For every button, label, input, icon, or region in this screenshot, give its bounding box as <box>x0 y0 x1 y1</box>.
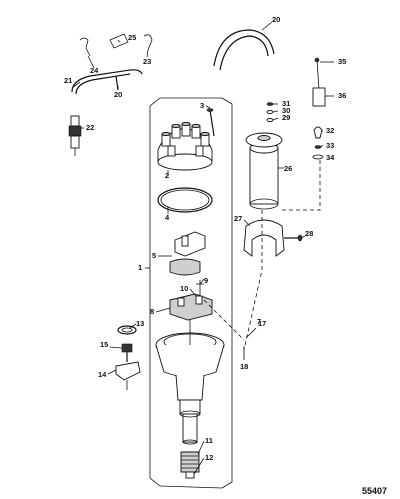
spark-plug <box>68 115 82 156</box>
connection-lines <box>203 160 321 351</box>
callout-labels: 1 2 3 4 5 7 8 9 10 11 12 13 14 15 17 18 … <box>64 15 346 462</box>
wire-clips <box>79 33 153 57</box>
callout-5: 5 <box>152 251 156 260</box>
callout-34: 34 <box>326 153 335 162</box>
callout-11: 11 <box>205 436 213 445</box>
callout-3: 3 <box>200 101 204 110</box>
callout-8: 8 <box>150 307 154 316</box>
callout-36: 36 <box>338 91 346 100</box>
callout-20-left: 20 <box>114 90 122 99</box>
terminal-hardware <box>312 126 324 160</box>
hold-down-clamp <box>115 325 141 390</box>
callout-14: 14 <box>98 370 107 379</box>
callout-9: 9 <box>204 276 208 285</box>
bracket-screw <box>284 234 303 242</box>
callout-24: 24 <box>90 66 99 75</box>
cap-screw <box>206 108 215 137</box>
assembly-frame <box>149 97 233 489</box>
spark-plug-wire-left <box>71 69 143 95</box>
figure-number: 55407 <box>362 486 387 496</box>
resistor-lead <box>312 57 326 107</box>
callout-22: 22 <box>86 123 94 132</box>
ignition-module <box>169 280 213 321</box>
callout-12: 12 <box>205 453 213 462</box>
callout-20-top: 20 <box>272 15 280 24</box>
coil-hardware <box>266 102 274 122</box>
callout-17: 17 <box>258 319 266 328</box>
callout-13: 13 <box>136 319 144 328</box>
callout-32: 32 <box>326 126 334 135</box>
coil-bracket <box>243 219 285 257</box>
ignition-coil <box>245 132 283 210</box>
callout-31: 31 <box>282 99 290 108</box>
cap-seal-ring <box>157 187 213 213</box>
callout-15: 15 <box>100 340 108 349</box>
coil-wire <box>213 29 275 71</box>
callout-2: 2 <box>165 171 169 180</box>
callout-21: 21 <box>64 76 72 85</box>
callout-23: 23 <box>143 57 151 66</box>
distributor-housing <box>155 320 225 445</box>
callout-26: 26 <box>284 164 292 173</box>
callout-4: 4 <box>165 213 170 222</box>
drive-gear <box>180 451 200 479</box>
distributor-cap <box>157 122 213 171</box>
callout-1: 1 <box>138 263 142 272</box>
callout-25: 25 <box>128 33 136 42</box>
callout-10: 10 <box>180 284 188 293</box>
callout-33: 33 <box>326 141 334 150</box>
callout-7: 7 <box>257 317 261 326</box>
callout-30: 30 <box>282 106 290 115</box>
callout-35: 35 <box>338 57 346 66</box>
callout-27: 27 <box>234 214 242 223</box>
callout-18: 18 <box>240 362 248 371</box>
leader-lines <box>71 21 334 475</box>
callout-29: 29 <box>282 113 290 122</box>
rotor <box>169 231 206 276</box>
callout-28: 28 <box>305 229 313 238</box>
